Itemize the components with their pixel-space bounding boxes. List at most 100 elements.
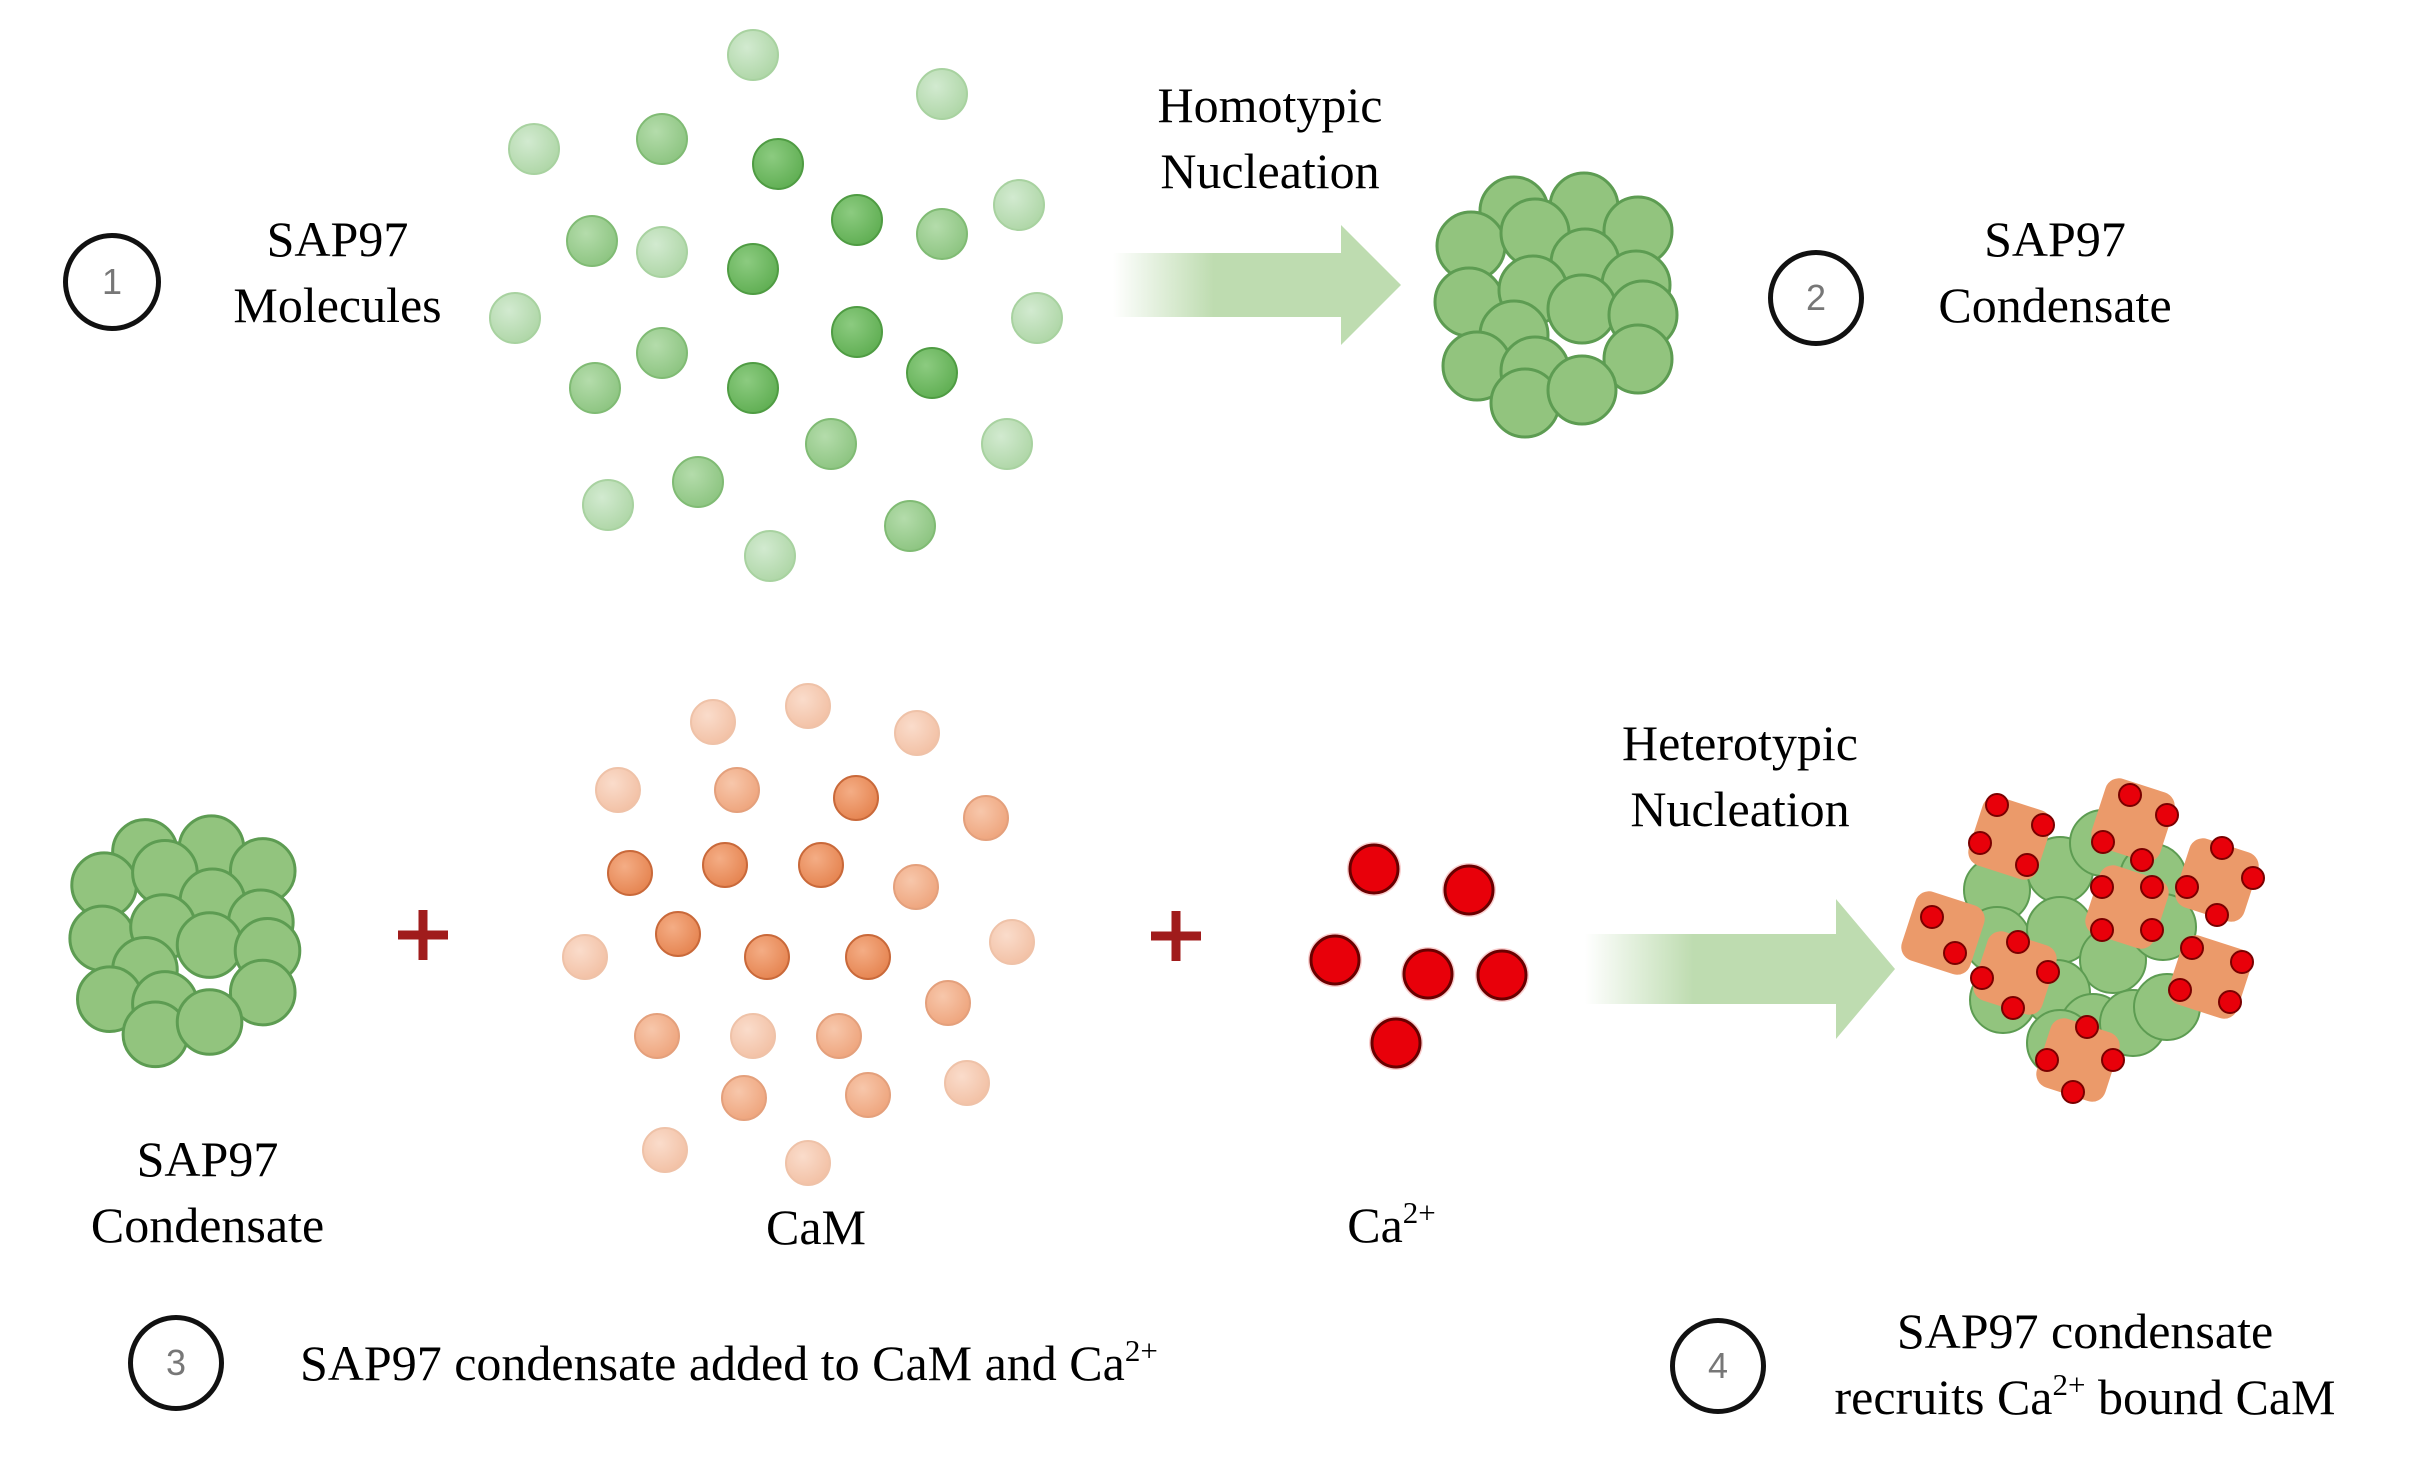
sap97-molecule [831, 194, 883, 246]
calcium-ion [1348, 843, 1400, 895]
sap97-molecule [489, 292, 541, 344]
bound-calcium-ion [2140, 875, 2164, 899]
homotypic-label-line1: Homotypic [1157, 77, 1383, 133]
heterotypic-arrow [1585, 899, 1895, 1039]
bound-calcium-ion [2218, 990, 2242, 1014]
bound-calcium-ion [2118, 783, 2142, 807]
bound-calcium-ion [2035, 1048, 2059, 1072]
step-1-number-icon: 1 [63, 233, 161, 331]
sap97-condensate-droplet [1546, 273, 1618, 345]
sap97-molecule [569, 362, 621, 414]
sap97-condensate-droplet [1602, 323, 1674, 395]
step-4-caption-line1: SAP97 condensate [1896, 1303, 2274, 1359]
plus-icon [418, 910, 428, 960]
bound-calcium-ion [2001, 996, 2025, 1020]
sap97-molecule [805, 418, 857, 470]
bound-calcium-ion [2090, 918, 2114, 942]
bound-cam-molecule [2036, 1018, 2120, 1102]
bound-calcium-ion [2061, 1080, 2085, 1104]
sap97-condensate-droplet [1546, 354, 1618, 426]
bound-calcium-ion [2101, 1048, 2125, 1072]
bound-calcium-ion [2241, 866, 2265, 890]
cam-molecule [595, 767, 641, 813]
bound-calcium-ion [1985, 793, 2009, 817]
bound-calcium-ion [2140, 918, 2164, 942]
sap97-molecule [981, 418, 1033, 470]
heterotypic-nucleation-label: Heterotypic Nucleation [1590, 710, 1890, 842]
sap97-molecule [752, 138, 804, 190]
cam-molecule [634, 1013, 680, 1059]
sap97-condensate-label-line2: Condensate [1938, 277, 2172, 333]
bound-calcium-ion [2130, 848, 2154, 872]
step-4-number: 4 [1707, 1345, 1729, 1386]
sap97-molecule [906, 347, 958, 399]
cam-molecule [798, 842, 844, 888]
calcium-ion [1402, 948, 1454, 1000]
panel-condensate-label: SAP97 Condensate [55, 1126, 360, 1258]
bound-calcium-ion [2155, 803, 2179, 827]
cam-molecule [845, 1072, 891, 1118]
cam-molecule [562, 934, 608, 980]
step-4-caption-line2: recruits Ca2+ bound CaM [1800, 1364, 2370, 1437]
heterotypic-label-line2: Nucleation [1630, 781, 1850, 837]
bound-calcium-ion [2015, 853, 2039, 877]
homotypic-arrow [1113, 225, 1401, 345]
panel-condensate-droplet [228, 958, 297, 1027]
sap97-molecule [916, 68, 968, 120]
cam-molecule [714, 767, 760, 813]
sap97-molecule [993, 179, 1045, 231]
sap97-molecule [727, 29, 779, 81]
cam-molecule [944, 1060, 990, 1106]
cam-molecule [963, 795, 1009, 841]
cam-molecule [989, 919, 1035, 965]
bound-calcium-ion [2091, 830, 2115, 854]
heterotypic-label-line1: Heterotypic [1621, 715, 1858, 771]
sap97-molecule [884, 500, 936, 552]
homotypic-label-line2: Nucleation [1160, 143, 1380, 199]
sap97-molecule [727, 243, 779, 295]
step-4-caption-line2-sup: 2+ [2052, 1367, 2086, 1403]
cam-molecule [893, 864, 939, 910]
panel-condensate-droplet [175, 988, 244, 1056]
bound-calcium-ion [2006, 930, 2030, 954]
sap97-condensate-label: SAP97 Condensate [1900, 206, 2210, 338]
step-3-number: 3 [165, 1342, 187, 1383]
bound-calcium-ion [2175, 875, 2199, 899]
bound-calcium-ion [1970, 966, 1994, 990]
cam-molecule [925, 980, 971, 1026]
homotypic-nucleation-label: Homotypic Nucleation [1120, 72, 1420, 204]
bound-calcium-ion [2205, 903, 2229, 927]
bound-calcium-ion [1968, 831, 1992, 855]
calcium-label: Ca2+ [1238, 1192, 1545, 1265]
sap97-molecule [636, 113, 688, 165]
sap97-molecule [566, 215, 618, 267]
sap97-condensate-label-line1: SAP97 [1984, 211, 2126, 267]
sap97-molecule [636, 327, 688, 379]
panel-condensate-label-line1: SAP97 [136, 1131, 279, 1187]
bound-calcium-ion [1920, 905, 1944, 929]
sap97-molecule [582, 479, 634, 531]
sap97-molecule [916, 208, 968, 260]
bound-calcium-ion [2168, 978, 2192, 1002]
sap97-molecule [727, 362, 779, 414]
cam-label: CaM [663, 1194, 969, 1260]
step-4-caption-line2-post: bound CaM [2085, 1369, 2336, 1425]
sap97-molecule [1011, 292, 1063, 344]
panel-condensate-label-line2: Condensate [90, 1197, 325, 1253]
cam-molecule [642, 1127, 688, 1173]
bound-calcium-ion [2090, 875, 2114, 899]
cam-molecule [744, 934, 790, 980]
bound-calcium-ion [1943, 941, 1967, 965]
bound-calcium-ion [2210, 836, 2234, 860]
step-3-caption: SAP97 condensate added to CaM and Ca2+ [300, 1330, 1158, 1403]
sap97-molecule [508, 123, 560, 175]
sap97-molecule [831, 306, 883, 358]
cam-molecule [845, 934, 891, 980]
bound-cam-molecule [1973, 931, 2057, 1015]
cam-molecule [785, 1140, 831, 1186]
step-1-number: 1 [101, 261, 123, 302]
step-2-number: 2 [1805, 277, 1827, 318]
sap97-molecules-label-line1: SAP97 [266, 211, 409, 267]
bound-calcium-ion [2230, 950, 2254, 974]
